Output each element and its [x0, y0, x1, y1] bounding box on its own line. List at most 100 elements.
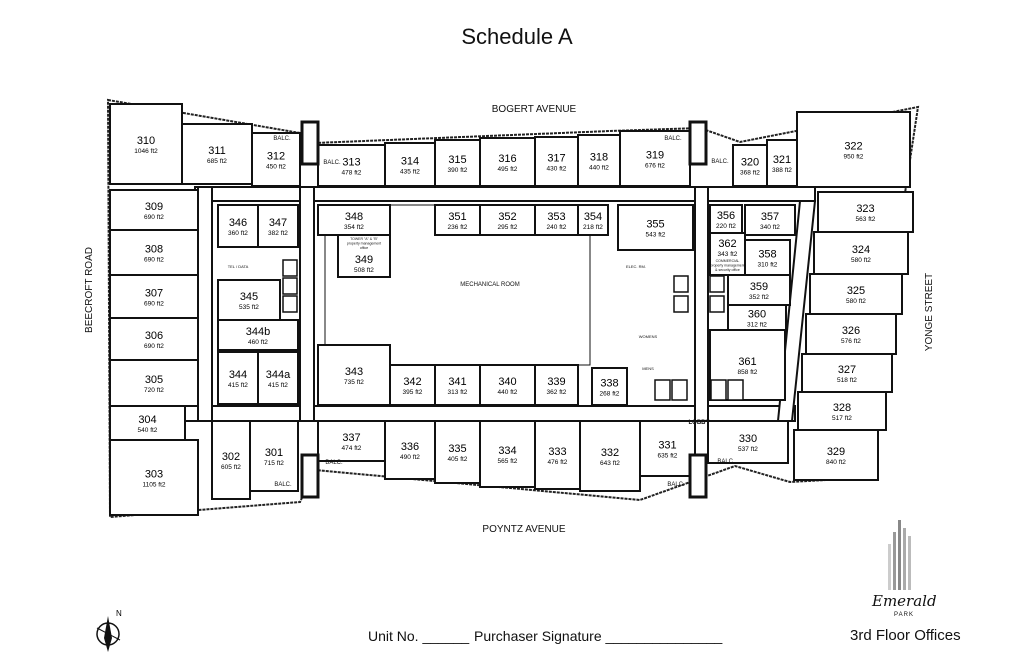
unit-area: 543 ft2	[646, 232, 666, 239]
street-label-west: BEECROFT ROAD	[84, 247, 95, 333]
unit-area: 435 ft2	[400, 169, 420, 176]
unit-number: 348	[345, 211, 363, 223]
unit-area: 352 ft2	[749, 294, 769, 301]
unit-number: 312	[267, 151, 285, 163]
unit-number: 344b	[246, 326, 270, 338]
unit-area: 476 ft2	[548, 459, 568, 466]
unit-area: 313 ft2	[448, 389, 468, 396]
unit-area: 360 ft2	[228, 230, 248, 237]
unit-area: 735 ft2	[344, 379, 364, 386]
unit-outline	[217, 204, 259, 248]
unit-area: 840 ft2	[826, 459, 846, 466]
unit-number: 330	[739, 433, 757, 445]
unit-area: 715 ft2	[264, 460, 284, 467]
unit-number: 340	[498, 376, 516, 388]
unit-outline	[727, 304, 787, 331]
room-label-tel-data: TEL / DATA	[228, 264, 249, 269]
unit-outline	[727, 274, 791, 306]
unit-outline	[479, 420, 536, 488]
unit-area: 268 ft2	[600, 391, 620, 398]
unit-number: 362	[718, 238, 736, 250]
purchaser-signature-field[interactable]: Purchaser Signature _______________	[474, 628, 723, 644]
unit-number: 328	[833, 402, 851, 414]
unit-number: 344a	[266, 369, 291, 381]
unit-outline	[801, 353, 893, 393]
unit-number: 347	[269, 217, 287, 229]
unit-area: 343 ft2	[718, 251, 738, 258]
unit-outline	[109, 359, 199, 407]
unit-number: 342	[403, 376, 421, 388]
unit-outline	[579, 420, 641, 492]
unit-area: 676 ft2	[645, 163, 665, 170]
unit-area: 295 ft2	[498, 224, 518, 231]
unit-number: 355	[646, 219, 664, 231]
unit-area: 395 ft2	[403, 389, 423, 396]
unit-number-field[interactable]: Unit No. ______	[368, 628, 470, 644]
unit-outline	[109, 189, 199, 231]
unit-number: 352	[498, 211, 516, 223]
unit-area: 440 ft2	[498, 389, 518, 396]
unit-outline	[217, 319, 299, 351]
